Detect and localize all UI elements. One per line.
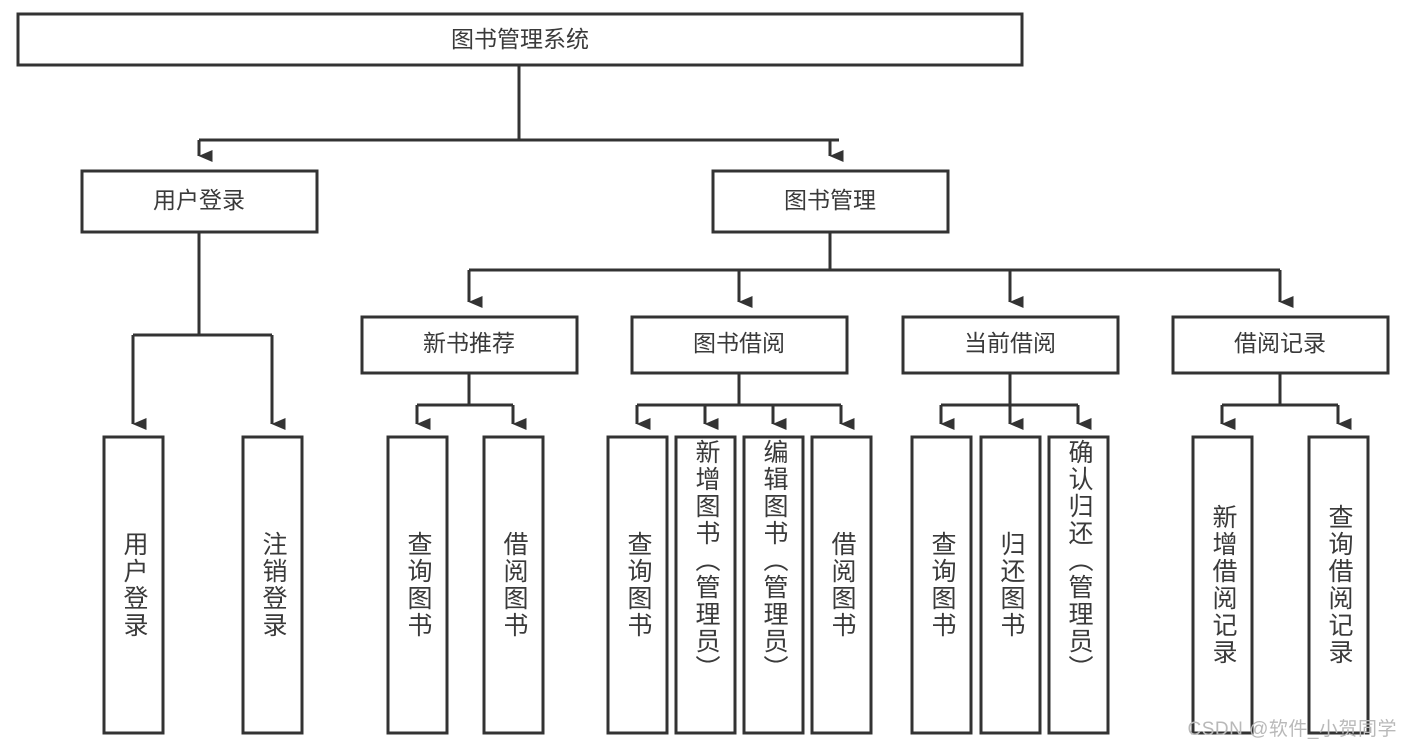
node-book-manage[interactable]: 图书管理	[711, 169, 950, 234]
node-root-label: 图书管理系统	[451, 26, 589, 52]
node-book-borrow-rect[interactable]	[630, 315, 849, 375]
node-user-login-rect[interactable]	[80, 169, 319, 234]
node-current-borrow[interactable]: 当前借阅	[901, 315, 1120, 375]
leaf-rect-user-login-2[interactable]	[241, 435, 304, 735]
node-borrow-record[interactable]: 借阅记录	[1171, 315, 1390, 375]
node-current-borrow-rect[interactable]	[901, 315, 1120, 375]
watermark-text: CSDN @软件_小贺同学	[1187, 719, 1397, 740]
leaf-rect-current-borrow-3[interactable]	[1047, 435, 1110, 735]
node-borrow-record-label: 借阅记录	[1234, 330, 1326, 356]
node-book-manage-rect[interactable]	[711, 169, 950, 234]
node-root[interactable]: 图书管理系统	[16, 12, 1024, 67]
node-current-borrow-label: 当前借阅	[964, 330, 1056, 356]
node-book-borrow-label: 图书借阅	[693, 330, 785, 356]
leaf-rect-borrow-record-1[interactable]	[1191, 435, 1254, 735]
node-user-login-label: 用户登录	[153, 187, 245, 213]
leaf-rect-new-book-2[interactable]	[482, 435, 545, 735]
node-user-login[interactable]: 用户登录	[80, 169, 319, 234]
connector-group-borrow-record-leaves	[1220, 373, 1352, 430]
node-borrow-record-rect[interactable]	[1171, 315, 1390, 375]
node-new-book-recommend-rect[interactable]	[360, 315, 579, 375]
connector-group-book-manage-to-level3	[467, 232, 1294, 308]
leaf-rect-group	[102, 435, 1370, 735]
leaf-rect-user-login-1[interactable]	[102, 435, 165, 735]
connector-group-root-to-level2	[197, 65, 844, 162]
leaf-rect-current-borrow-1[interactable]	[910, 435, 973, 735]
node-root-rect[interactable]	[16, 12, 1024, 67]
connector-group-current-borrow-leaves	[939, 373, 1092, 430]
leaf-rect-current-borrow-2[interactable]	[979, 435, 1042, 735]
node-new-book-recommend[interactable]: 新书推荐	[360, 315, 579, 375]
leaf-rect-book-borrow-2[interactable]	[674, 435, 737, 735]
leaf-rect-book-borrow-3[interactable]	[742, 435, 805, 735]
leaf-rect-book-borrow-4[interactable]	[810, 435, 873, 735]
node-new-book-recommend-label: 新书推荐	[423, 330, 515, 356]
leaf-rect-book-borrow-1[interactable]	[606, 435, 669, 735]
node-book-borrow[interactable]: 图书借阅	[630, 315, 849, 375]
connector-group-new-book-leaves	[415, 373, 527, 430]
node-book-manage-label: 图书管理	[784, 187, 876, 213]
leaf-rect-borrow-record-2[interactable]	[1307, 435, 1370, 735]
connector-group-book-borrow-leaves	[635, 373, 855, 430]
leaf-rect-new-book-1[interactable]	[386, 435, 449, 735]
connector-group-user-login-leaves	[131, 232, 286, 430]
